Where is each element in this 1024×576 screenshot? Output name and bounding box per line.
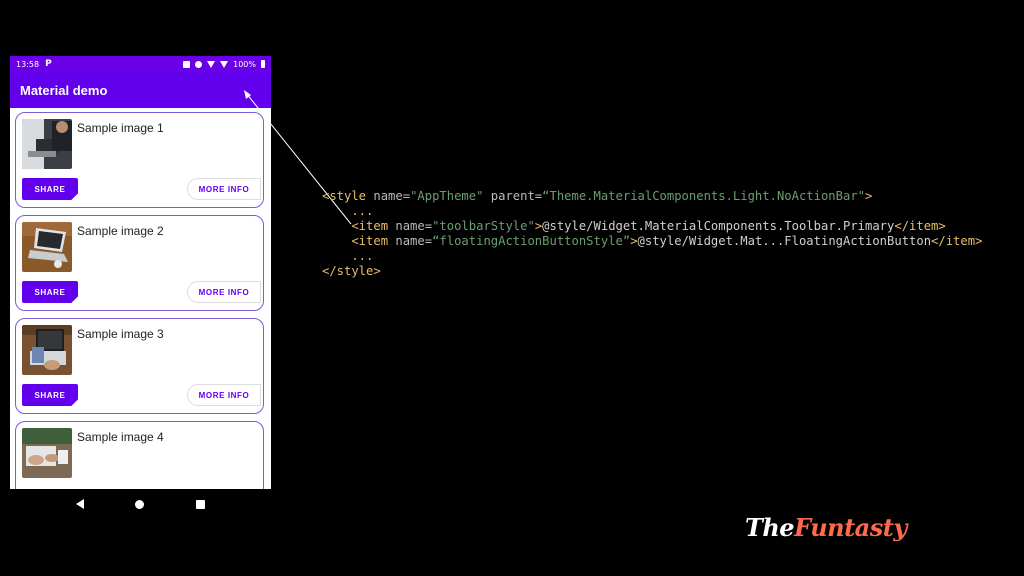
logo-part: The [745,513,795,542]
code-token: <item [322,234,389,248]
code-token: "AppTheme" [410,189,484,203]
signal-icon [220,60,229,68]
brand-logo: TheFuntasty [745,513,907,542]
card[interactable]: Sample image 1 SHARE MORE INFO [15,112,264,208]
more-info-button[interactable]: MORE INFO [187,281,261,303]
code-token: "toolbarStyle" [432,219,535,233]
battery-percent: 100% [233,59,256,69]
more-info-button[interactable]: MORE INFO [187,384,261,406]
status-icons: 100% [183,60,265,69]
recents-icon[interactable] [196,499,206,509]
code-token: “floatingActionButtonStyle” [432,234,631,248]
code-token: > [534,219,543,233]
card-title: Sample image 3 [77,327,164,341]
code-token: <style [322,189,367,203]
app-toolbar: Material demo [10,72,271,108]
card-thumbnail [22,222,72,272]
code-token: <item [322,219,389,233]
more-info-button[interactable]: MORE INFO [187,178,261,200]
code-token: @style/Widget.MaterialComponents.Toolbar… [542,219,895,233]
code-token: > [865,189,873,203]
code-line: <item name="toolbarStyle">@style/Widget.… [322,219,982,234]
card-thumbnail [22,119,72,169]
code-token: parent= [483,189,543,203]
code-token: “Theme.MaterialComponents.Light.NoAction… [542,189,865,203]
card-list[interactable]: Sample image 1 SHARE MORE INFO Sample im… [10,108,271,489]
code-token: @style/Widget.Mat...FloatingActionButton [637,234,932,248]
card[interactable]: Sample image 4 [15,421,264,489]
card[interactable]: Sample image 2 SHARE MORE INFO [15,215,264,311]
status-bar: 13:58 P 100% [10,56,271,72]
share-button[interactable]: SHARE [22,178,78,200]
vibrate-icon [195,60,203,68]
parking-notification-icon: P [45,59,52,69]
share-button[interactable]: SHARE [22,384,78,406]
card-thumbnail [22,428,72,478]
card-title: Sample image 4 [77,430,164,444]
home-icon[interactable] [135,499,145,509]
battery-icon [261,60,265,68]
logo-part: Funtasty [794,513,907,542]
code-line: ... [322,249,374,263]
code-token: name= [388,234,433,248]
code-line: <item name=“floatingActionButtonStyle”>@… [322,234,982,249]
code-token: </item> [931,234,983,248]
share-button[interactable]: SHARE [22,281,78,303]
card-title: Sample image 2 [77,224,164,238]
code-token: </item> [894,219,946,233]
card-thumbnail [22,325,72,375]
code-snippet: <style name="AppTheme" parent=“Theme.Mat… [322,189,982,279]
phone-screen: 13:58 P 100% Material demo [10,56,271,489]
toolbar-title: Material demo [20,82,108,98]
code-token: > [630,234,638,248]
wifi-icon [207,60,216,68]
back-icon[interactable] [75,499,84,509]
code-token: name= [366,189,411,203]
nfc-icon [183,60,191,68]
status-time: 13:58 [16,59,40,69]
code-token: name= [388,219,433,233]
card[interactable]: Sample image 3 SHARE MORE INFO [15,318,264,414]
card-title: Sample image 1 [77,121,164,135]
code-line: </style> [322,264,381,278]
system-nav-bar [10,489,271,519]
code-line: <style name="AppTheme" parent=“Theme.Mat… [322,189,982,204]
code-line: ... [322,204,374,218]
